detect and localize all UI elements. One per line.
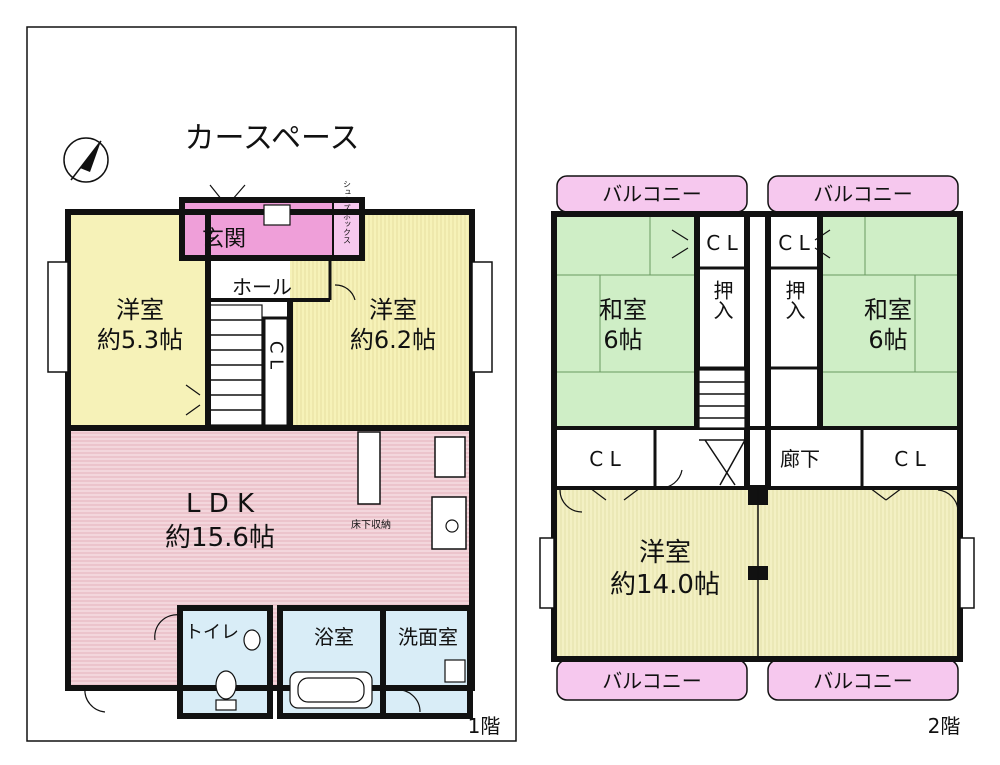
stairs-1f — [209, 304, 263, 426]
washitsu-right-size: 6帖 — [868, 326, 907, 354]
toilet-label: トイレ — [185, 622, 239, 643]
wash-label: 洗面室 — [398, 625, 458, 649]
doors-2f — [559, 229, 959, 513]
room-left-name: 洋室 — [116, 296, 164, 324]
big-room-name: 洋室 — [639, 538, 691, 568]
ldk-name: L D K — [186, 489, 255, 519]
north-arrow-icon — [63, 137, 109, 183]
balcony-label-bl: バルコニー — [602, 669, 702, 693]
tatami-lines — [557, 217, 958, 373]
car-space-label: カースペース — [185, 121, 360, 156]
cl-label-2f-mr: C L — [894, 447, 926, 471]
ldk-size: 約15.6帖 — [165, 523, 275, 553]
corridor-label: 廊下 — [780, 447, 820, 471]
washitsu-left-name: 和室 — [599, 296, 647, 324]
cl-label-1f: C L — [266, 341, 287, 369]
cl-label-2f-tl: C L — [706, 231, 738, 255]
oshiire-left: 押入 — [710, 280, 734, 320]
cl-label-2f-tr: C L — [778, 231, 810, 255]
hall-label: ホール — [232, 275, 292, 299]
room-right-name: 洋室 — [369, 296, 417, 324]
fixtures-1f — [215, 629, 466, 711]
floor1-label: 1階 — [468, 714, 501, 738]
balcony-label-br: バルコニー — [813, 669, 913, 693]
big-room-size: 約14.0帖 — [610, 570, 720, 600]
washitsu-left-size: 6帖 — [603, 326, 642, 354]
room-right-size: 約6.2帖 — [350, 326, 436, 354]
balcony-label-tl: バルコニー — [602, 182, 702, 206]
walls-2f — [539, 211, 975, 662]
genkan-label: 玄関 — [202, 227, 246, 252]
stairs-2f — [698, 369, 746, 486]
balcony-label-tr: バルコニー — [813, 182, 913, 206]
doors-1f — [84, 184, 421, 713]
underfloor-label: 床下収納 — [351, 518, 391, 531]
shoebox-label: シューズボックス — [343, 180, 352, 244]
walls-1f — [47, 197, 493, 719]
room-left-size: 約5.3帖 — [97, 326, 183, 354]
bath-label: 浴室 — [314, 625, 354, 649]
washitsu-left — [557, 217, 695, 427]
washitsu-right-name: 和室 — [864, 296, 912, 324]
floor2-label: 2階 — [928, 714, 961, 738]
washitsu-right — [820, 217, 958, 427]
oshiire-right: 押入 — [782, 280, 806, 320]
cl-label-2f-ml: C L — [589, 447, 621, 471]
